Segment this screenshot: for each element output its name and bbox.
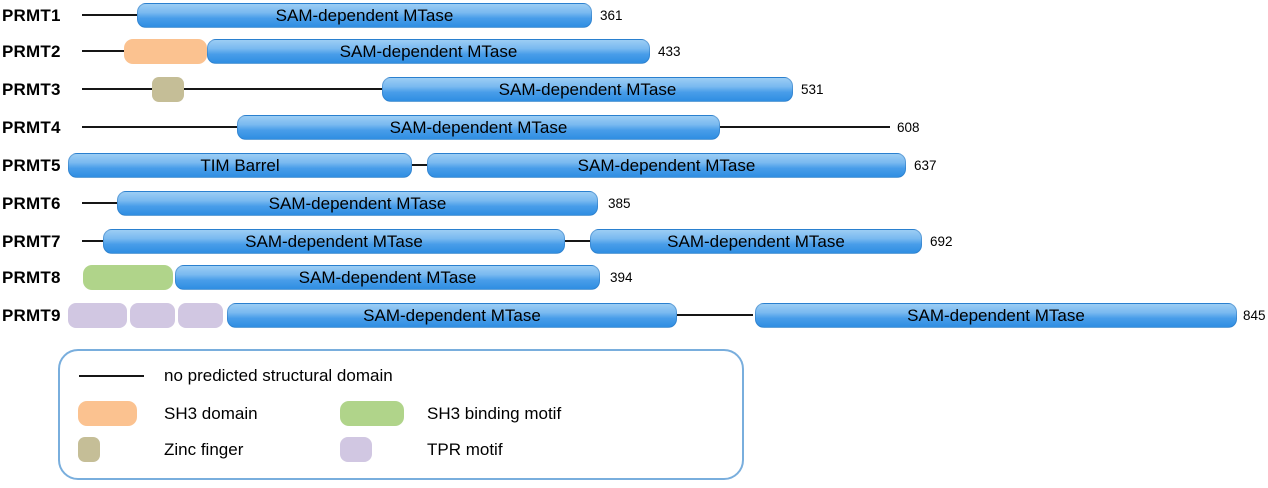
domain-sam-mtase: SAM-dependent MTase: [103, 229, 565, 254]
domain-tpr: [130, 303, 175, 328]
protein-length-label: 637: [914, 158, 937, 173]
protein-length-label: 692: [930, 234, 953, 249]
protein-length-label: 608: [897, 120, 920, 135]
protein-length-label: 531: [801, 82, 824, 97]
domain-sam-mtase: SAM-dependent MTase: [382, 77, 793, 102]
legend-sh3-domain-swatch: [78, 401, 137, 426]
domain-sam-mtase: SAM-dependent MTase: [237, 115, 720, 140]
protein-label: PRMT8: [2, 268, 61, 287]
legend-label-no-domain: no predicted structural domain: [164, 366, 393, 385]
protein-length-label: 433: [658, 44, 681, 59]
legend-label-sh3-domain: SH3 domain: [164, 404, 258, 423]
domain-sam-mtase: TIM Barrel: [68, 153, 412, 178]
backbone-line: [720, 126, 890, 128]
domain-sam-mtase: SAM-dependent MTase: [175, 265, 600, 290]
backbone-line: [82, 126, 237, 128]
domain-sam-mtase: SAM-dependent MTase: [227, 303, 677, 328]
protein-label: PRMT4: [2, 118, 61, 137]
domain-tpr: [178, 303, 223, 328]
domain-sh3: [124, 39, 207, 64]
domain-zinc-finger: [152, 77, 184, 102]
backbone-line: [184, 88, 382, 90]
protein-length-label: 361: [600, 8, 623, 23]
protein-label: PRMT9: [2, 306, 61, 325]
backbone-line: [82, 240, 103, 242]
legend-line-swatch: [79, 375, 144, 377]
legend-sh3-binding-swatch: [340, 401, 404, 426]
backbone-line: [677, 314, 753, 316]
protein-length-label: 845: [1243, 308, 1266, 323]
legend-box: no predicted structural domain SH3 domai…: [58, 349, 744, 480]
domain-sam-mtase: SAM-dependent MTase: [207, 39, 650, 64]
backbone-line: [82, 88, 152, 90]
domain-sam-mtase: SAM-dependent MTase: [117, 191, 598, 216]
legend-zinc-finger-swatch: [78, 437, 100, 462]
protein-label: PRMT2: [2, 42, 61, 61]
backbone-line: [565, 240, 590, 242]
protein-length-label: 394: [610, 270, 633, 285]
protein-label: PRMT1: [2, 6, 61, 25]
legend-tpr-swatch: [340, 437, 372, 462]
backbone-line: [82, 202, 117, 204]
domain-sam-mtase: SAM-dependent MTase: [755, 303, 1237, 328]
domain-sam-mtase: SAM-dependent MTase: [137, 3, 592, 28]
legend-label-tpr: TPR motif: [427, 440, 503, 459]
legend-label-zinc-finger: Zinc finger: [164, 440, 244, 459]
domain-sam-mtase: SAM-dependent MTase: [590, 229, 922, 254]
protein-label: PRMT7: [2, 232, 61, 251]
protein-label: PRMT6: [2, 194, 61, 213]
backbone-line: [82, 14, 137, 16]
domain-sh3-binding: [83, 265, 173, 290]
domain-tpr: [68, 303, 127, 328]
protein-length-label: 385: [608, 196, 631, 211]
protein-label: PRMT3: [2, 80, 61, 99]
protein-label: PRMT5: [2, 156, 61, 175]
backbone-line: [412, 164, 427, 166]
domain-sam-mtase: SAM-dependent MTase: [427, 153, 906, 178]
legend-label-sh3-binding: SH3 binding motif: [427, 404, 562, 423]
backbone-line: [82, 50, 124, 52]
